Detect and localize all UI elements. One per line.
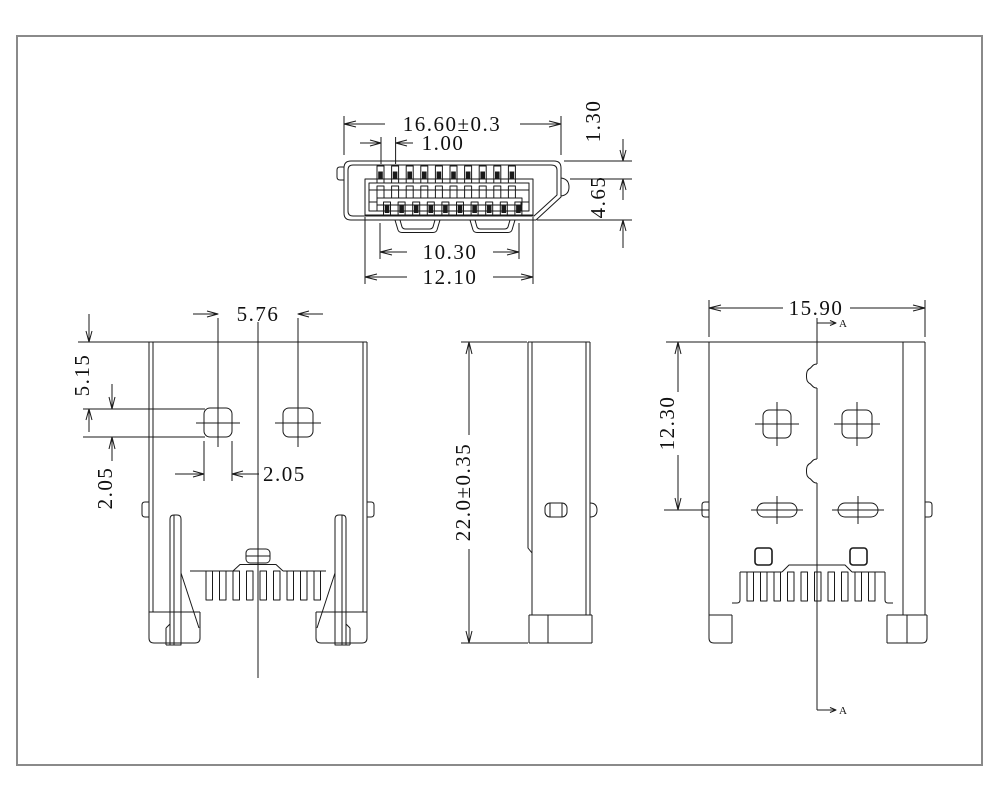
dim-tongue-width: 10.30 <box>379 223 520 264</box>
dim-dimple-offset-label: 5.15 <box>70 354 94 397</box>
dim-dimple-offset: 5.15 <box>70 314 205 438</box>
side-left-leg <box>165 514 182 646</box>
section-label-top: A <box>839 318 847 330</box>
shell-outline <box>343 160 562 221</box>
dim-cavity-width-label: 12.10 <box>423 265 478 289</box>
dim-dimple-width-label: 2.05 <box>263 462 306 486</box>
section-line-AA: A A <box>806 318 847 717</box>
dim-pin-pitch: 1.00 <box>360 131 465 164</box>
shell-right-bump <box>560 177 570 197</box>
shell-left-tab <box>336 166 344 181</box>
dim-dimple-spacing: 5.76 <box>193 302 323 326</box>
rear-right-foot <box>886 614 928 644</box>
side-left-tab <box>141 501 149 518</box>
dim-shell-height-label: 4.65 <box>586 176 610 219</box>
dim-overall-width: 16.60±0.3 <box>343 112 562 155</box>
side-comb-teeth <box>205 570 321 601</box>
front-view: 16.60±0.3 1.00 1.30 4.65 10.30 12.10 <box>336 100 632 289</box>
dim-shell-right: 1.30 4.65 <box>537 100 632 248</box>
pin-row-top <box>376 165 516 184</box>
profile-slot <box>544 502 568 518</box>
pin-row-middle <box>376 185 516 199</box>
dim-rear-width: 15.90 <box>708 296 926 337</box>
section-label-bottom: A <box>839 705 847 717</box>
dim-slot-center-label: 12.30 <box>655 396 679 451</box>
profile-base <box>528 614 593 644</box>
front-feet <box>394 219 516 233</box>
rear-left-foot <box>708 614 733 644</box>
dim-rear-width-label: 15.90 <box>789 296 844 320</box>
dim-cavity-width: 12.10 <box>364 217 534 289</box>
dim-dimple-height: 2.05 <box>93 384 117 509</box>
dim-dimple-spacing-label: 5.76 <box>237 302 280 326</box>
profile-right-bump <box>589 502 598 518</box>
rear-comb-teeth <box>746 571 876 602</box>
dim-overall-length: 22.0±0.35 <box>451 341 528 644</box>
side-right-leg <box>334 514 351 646</box>
side-right-tab <box>367 501 375 518</box>
drawing-border <box>16 35 983 766</box>
dim-dimple-height-label: 2.05 <box>93 467 117 510</box>
side-view: 5.76 5.15 2.05 2.05 <box>70 302 375 678</box>
rear-square-dimple-1 <box>754 547 773 566</box>
dim-dimple-width: 2.05 <box>175 441 306 486</box>
dim-slot-center: 12.30 <box>655 341 709 511</box>
dim-pin-pitch-label: 1.00 <box>422 131 465 155</box>
dim-tongue-width-label: 10.30 <box>423 240 478 264</box>
dim-shell-lip-label: 1.30 <box>581 100 605 143</box>
dim-overall-length-label: 22.0±0.35 <box>451 443 475 542</box>
dim-overall-width-label: 16.60±0.3 <box>403 112 502 136</box>
profile-view: 22.0±0.35 <box>451 341 598 644</box>
rear-right-tab <box>925 501 933 518</box>
pin-row-bottom <box>383 201 523 217</box>
rear-square-dimple-2 <box>849 547 868 566</box>
rear-view: A A 15.90 12.30 <box>655 296 933 717</box>
